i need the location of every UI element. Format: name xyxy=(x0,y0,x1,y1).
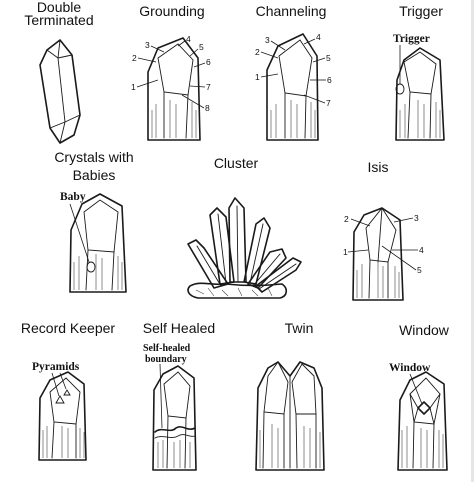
isis-face-labels: 1 2 3 4 5 xyxy=(343,213,424,275)
trigger-annotation: Trigger xyxy=(393,33,430,45)
crystals-with-babies-title-line1: Crystals with xyxy=(54,149,133,165)
isis-face-5: 5 xyxy=(417,265,422,275)
self-healed-title: Self Healed xyxy=(143,320,215,336)
channeling-face-5: 5 xyxy=(326,53,331,63)
channeling-face-4: 4 xyxy=(316,32,321,42)
channeling-face-labels: 1 2 3 4 5 6 7 xyxy=(255,32,332,108)
crystals-with-babies-title-line2: Babies xyxy=(73,167,116,183)
isis-face-1: 1 xyxy=(343,247,348,257)
isis-face-3: 3 xyxy=(414,213,419,223)
record-keeper-panel: Record Keeper Pyramids xyxy=(21,320,116,461)
channeling-panel: Channeling 1 2 3 4 5 6 7 xyxy=(255,3,332,141)
grounding-crystal xyxy=(147,37,201,141)
grounding-face-7: 7 xyxy=(206,82,211,92)
twin-title: Twin xyxy=(285,320,314,336)
double-terminated-title-line1: Double xyxy=(37,0,82,15)
channeling-face-1: 1 xyxy=(255,72,260,82)
record-keeper-title: Record Keeper xyxy=(21,320,116,336)
grounding-face-8: 8 xyxy=(205,103,210,113)
grounding-face-1: 1 xyxy=(131,82,136,92)
self-healed-boundary-annotation-line1: Self-healed xyxy=(143,343,191,354)
self-healed-boundary-annotation-line2: boundary xyxy=(145,354,187,365)
grounding-face-2: 2 xyxy=(132,53,137,63)
window-crystal xyxy=(397,371,448,471)
pyramid-mark-1 xyxy=(55,395,65,404)
double-terminated-crystal xyxy=(39,39,81,144)
baby-annotation: Baby xyxy=(60,191,86,203)
twin-panel: Twin xyxy=(255,320,325,471)
window-face-mark xyxy=(417,401,431,415)
channeling-face-3: 3 xyxy=(265,35,270,45)
window-annotation: Window xyxy=(389,362,431,374)
right-scrollbar[interactable] xyxy=(471,0,474,482)
grounding-face-4: 4 xyxy=(186,34,191,44)
twin-crystal xyxy=(255,361,325,471)
double-terminated-title-line2: Terminated xyxy=(24,12,93,28)
grounding-face-3: 3 xyxy=(145,40,150,50)
cluster-panel: Cluster xyxy=(187,155,302,299)
channeling-face-2: 2 xyxy=(255,47,260,57)
isis-face-4: 4 xyxy=(419,245,424,255)
channeling-face-6: 6 xyxy=(327,75,332,85)
cluster-title: Cluster xyxy=(214,155,259,171)
crystals-with-babies-panel: Crystals with Babies Baby xyxy=(54,149,134,293)
window-panel: Window Window xyxy=(389,322,450,471)
record-keeper-crystal xyxy=(38,371,87,461)
cluster-crystals xyxy=(187,197,302,299)
double-terminated-panel: Double Terminated xyxy=(24,0,94,144)
channeling-title: Channeling xyxy=(256,3,327,19)
isis-crystal xyxy=(352,207,404,301)
channeling-face-7: 7 xyxy=(326,98,331,108)
trigger-panel: Trigger Trigger xyxy=(393,3,445,141)
isis-face-2: 2 xyxy=(344,214,349,224)
channeling-crystal xyxy=(266,33,319,141)
grounding-title: Grounding xyxy=(139,3,204,19)
trigger-crystal xyxy=(395,47,445,141)
crystals-with-babies-crystal xyxy=(69,193,127,293)
trigger-title: Trigger xyxy=(399,3,443,19)
pyramid-mark-2 xyxy=(63,389,71,396)
grounding-face-5: 5 xyxy=(199,42,204,52)
healed-boundary-line xyxy=(154,426,196,433)
self-healed-panel: Self Healed Self-healed boundary xyxy=(143,320,215,471)
isis-title: Isis xyxy=(368,159,389,175)
isis-panel: Isis 1 2 3 4 5 xyxy=(343,159,424,301)
grounding-face-6: 6 xyxy=(206,57,211,67)
window-title: Window xyxy=(399,322,450,338)
baby-crystal-mark xyxy=(86,261,96,273)
grounding-panel: Grounding 1 2 3 4 5 6 7 8 xyxy=(131,3,211,141)
self-healed-crystal xyxy=(152,365,197,471)
pyramids-annotation: Pyramids xyxy=(32,361,80,373)
grounding-face-labels: 1 2 3 4 5 6 7 8 xyxy=(131,34,211,113)
